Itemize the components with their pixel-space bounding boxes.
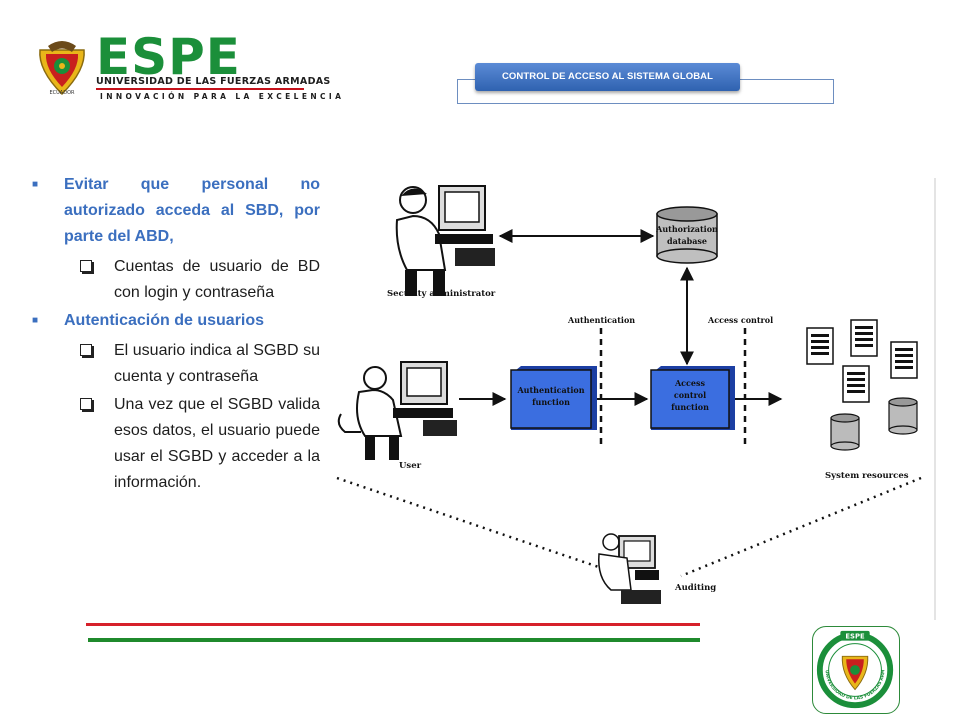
footer-line-green <box>88 638 700 642</box>
bullet-text: Evitar que personal no autorizado acceda… <box>64 176 320 245</box>
label-ac-fn-1: Access <box>674 378 706 388</box>
label-user: User <box>399 461 422 471</box>
label-auditing: Auditing <box>674 583 716 593</box>
access-control-diagram: Security administrator Authorization dat… <box>335 178 937 620</box>
sub-bullet-item: Cuentas de usuario de BD con login y con… <box>30 254 320 306</box>
square-bullet-icon: ■ <box>32 179 39 190</box>
diagram-canvas: Security administrator Authorization dat… <box>335 178 937 620</box>
label-auth-db-2: database <box>667 236 707 246</box>
authentication-function-box <box>510 366 597 430</box>
user-icon <box>337 361 457 460</box>
square-bullet-icon: ■ <box>32 315 39 326</box>
sub-bullet-text: Cuentas de usuario de BD con login y con… <box>114 258 320 301</box>
footer-line-red <box>86 623 700 626</box>
database-cylinder-icon <box>888 397 918 435</box>
label-authentication: Authentication <box>567 315 635 325</box>
label-auth-fn-2: function <box>532 397 570 407</box>
checkbox-bullet-icon <box>80 398 92 410</box>
document-icon <box>850 319 878 357</box>
coat-of-arms-icon: ECUADOR <box>39 41 85 96</box>
shield-text: ECUADOR <box>50 90 76 96</box>
label-auth-db-1: Authorization <box>655 224 718 234</box>
authorization-database-icon <box>656 206 718 264</box>
audit-line-right <box>680 476 922 578</box>
bullet-text: Autenticación de usuarios <box>64 312 265 329</box>
bullet-item: ■ Autenticación de usuarios <box>30 308 320 334</box>
checkbox-bullet-icon <box>80 344 92 356</box>
sub-bullet-text: El usuario indica al SGBD su cuenta y co… <box>114 342 320 385</box>
audit-line-left <box>336 476 626 578</box>
espe-logo: ECUADOR ESPE UNIVERSIDAD DE LAS FUERZAS … <box>34 28 341 102</box>
bullet-list: ■ Evitar que personal no autorizado acce… <box>30 172 320 498</box>
brand-name: ESPE <box>96 28 241 86</box>
sub-bullet-item: El usuario indica al SGBD su cuenta y co… <box>30 338 320 390</box>
document-icon <box>842 365 870 403</box>
label-ac-fn-2: control <box>674 390 706 400</box>
label-ac-fn-3: function <box>671 402 709 412</box>
espe-badge: ESPE UNIVERSIDAD DE LAS FUERZAS ARMADAS <box>811 623 900 714</box>
checkbox-bullet-icon <box>80 260 92 272</box>
badge-top-text: ESPE <box>845 633 865 641</box>
section-title: CONTROL DE ACCESO AL SISTEMA GLOBAL <box>475 63 740 91</box>
document-icon <box>890 341 918 379</box>
espe-seal-icon: ESPE UNIVERSIDAD DE LAS FUERZAS ARMADAS <box>811 623 894 709</box>
brand-tagline: INNOVACIÓN PARA LA EXCELENCIA <box>100 92 345 101</box>
database-cylinder-icon <box>830 413 860 451</box>
label-system-resources: System resources <box>825 471 909 481</box>
bullet-item: ■ Evitar que personal no autorizado acce… <box>30 172 320 250</box>
auditor-icon <box>598 533 661 604</box>
label-security-admin: Security administrator <box>387 289 496 299</box>
label-access-control: Access control <box>707 315 773 325</box>
brand-subtitle: UNIVERSIDAD DE LAS FUERZAS ARMADAS <box>96 76 331 87</box>
sub-bullet-item: Una vez que el SGBD valida esos datos, e… <box>30 392 320 496</box>
security-admin-icon <box>395 185 495 296</box>
label-auth-fn-1: Authentication <box>516 385 584 395</box>
document-icon <box>806 327 834 365</box>
brand-divider <box>96 88 304 90</box>
sub-bullet-text: Una vez que el SGBD valida esos datos, e… <box>114 396 320 491</box>
access-control-function-box <box>650 366 735 430</box>
